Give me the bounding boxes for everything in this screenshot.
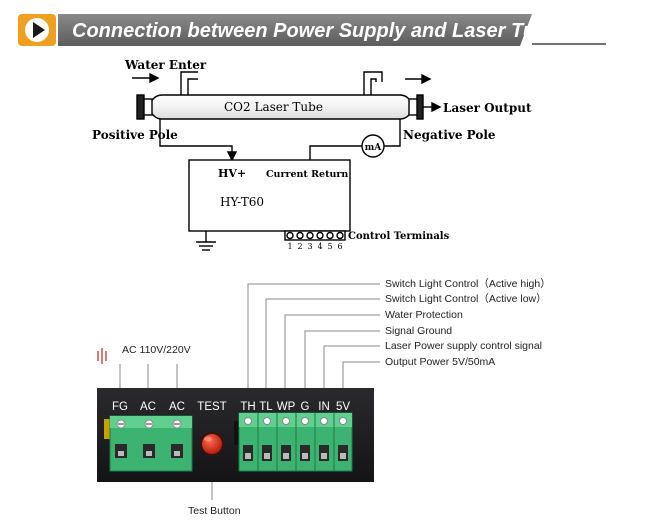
- terminal-label-fg: FG: [112, 401, 128, 413]
- tube-label: CO2 Laser Tube: [224, 100, 323, 114]
- test-button-label: Test Button: [188, 505, 241, 517]
- control-terminal-block: [284, 230, 346, 241]
- control-terminals-label: Control Terminals: [348, 231, 450, 242]
- page-title: Connection between Power Supply and Lase…: [72, 20, 558, 42]
- callout-switch-light-high: Switch Light Control（Active high）: [385, 278, 551, 290]
- terminal-label-ac: AC: [169, 401, 185, 413]
- power-terminal-block: [104, 415, 193, 472]
- terminal-number: 6: [337, 242, 342, 251]
- ac-source-icon: [97, 348, 107, 364]
- callout-laser-control-signal: Laser Power supply control signal: [385, 340, 542, 352]
- terminal-label-g: G: [301, 401, 310, 413]
- terminal-label-in: IN: [318, 401, 330, 413]
- tube-diagram: [132, 71, 442, 251]
- current-return-label: Current Return: [266, 169, 348, 180]
- test-button[interactable]: [200, 432, 224, 456]
- ac-input-label: AC 110V/220V: [122, 344, 191, 356]
- water-outlet-pipe: [363, 71, 383, 95]
- laser-output-label: Laser Output: [443, 101, 532, 115]
- test-label: TEST: [197, 401, 226, 413]
- psu-model-label: HY-T60: [220, 195, 264, 209]
- hv-plus-label: HV+: [218, 167, 246, 180]
- ma-meter: [361, 134, 385, 158]
- negative-electrode: [416, 94, 424, 120]
- power-supply-box: [188, 159, 351, 232]
- callout-output-power: Output Power 5V/50mA: [385, 356, 495, 368]
- terminal-number: 5: [327, 242, 332, 251]
- positive-electrode: [136, 94, 145, 120]
- play-arrow-icon: [25, 18, 49, 42]
- header-banner: Connection between Power Supply and Lase…: [18, 14, 606, 46]
- negative-pole-label: Negative Pole: [403, 128, 496, 142]
- control-panel: [97, 283, 380, 500]
- water-enter-label: Water Enter: [124, 58, 207, 72]
- terminal-number: 4: [317, 242, 322, 251]
- terminal-label-th: TH: [240, 401, 255, 413]
- callout-water-protection: Water Protection: [385, 309, 463, 321]
- control-terminal-connector: [234, 412, 353, 472]
- terminal-number: 1: [287, 242, 292, 251]
- ma-meter-label: mA: [365, 143, 383, 153]
- negative-wire: [384, 119, 401, 147]
- terminal-number: 3: [307, 242, 312, 251]
- water-inlet-pipe: [180, 71, 198, 95]
- header-bar: [58, 14, 532, 46]
- terminal-label-wp: WP: [277, 401, 296, 413]
- terminal-label-ac: AC: [140, 401, 156, 413]
- ground-icon: [196, 241, 216, 251]
- positive-pole-label: Positive Pole: [92, 128, 178, 142]
- terminal-label-5v: 5V: [336, 401, 350, 413]
- terminal-number: 2: [297, 242, 302, 251]
- terminal-label-tl: TL: [259, 401, 273, 413]
- callout-switch-light-low: Switch Light Control（Active low）: [385, 293, 547, 305]
- callout-signal-ground: Signal Ground: [385, 325, 452, 337]
